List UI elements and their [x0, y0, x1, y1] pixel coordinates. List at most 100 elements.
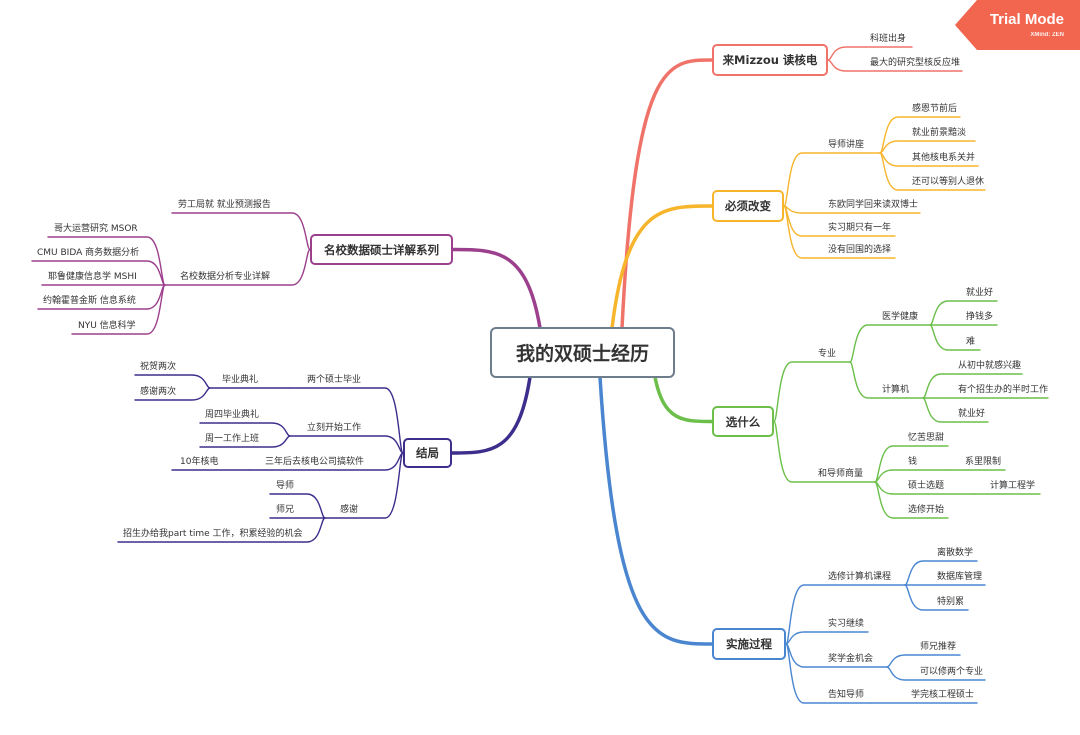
subtopic-connector — [71, 284, 166, 335]
main-topic[interactable]: 结局 — [403, 438, 452, 468]
subtopic-label[interactable]: 劳工局就 就业预测报告 — [178, 200, 271, 210]
subtopic-connector — [31, 260, 166, 286]
subtopic-label[interactable]: 10年核电 — [180, 457, 219, 467]
subtopic-label[interactable]: 学完核工程硕士 — [911, 690, 975, 700]
main-topic[interactable]: 名校数据硕士详解系列 — [310, 234, 453, 265]
badge-shape — [955, 0, 1080, 50]
subtopic-label[interactable]: 哥大运营研究 MSOR — [54, 224, 138, 234]
subtopic-label[interactable]: 从初中就感兴趣 — [958, 361, 1022, 371]
subtopic-label[interactable]: 选修开始 — [908, 505, 945, 515]
subtopic-label[interactable]: 系里限制 — [965, 457, 1002, 467]
subtopic-label[interactable]: 师兄 — [276, 505, 295, 515]
subtopic-label[interactable]: 导师讲座 — [828, 140, 865, 150]
subtopic-label[interactable]: 感谢 — [340, 505, 359, 515]
subtopic-label[interactable]: 计算机 — [882, 385, 910, 395]
subtopic-label[interactable]: 周四毕业典礼 — [205, 410, 260, 420]
subtopic-label[interactable]: 耶鲁健康信息学 MSHI — [48, 272, 137, 282]
subtopic-label[interactable]: 难 — [966, 337, 976, 347]
central-topic[interactable]: 我的双硕士经历 — [490, 327, 675, 378]
subtopic-connector — [886, 654, 961, 668]
subtopic-label[interactable]: 就业好 — [966, 288, 994, 298]
subtopic-connector — [785, 643, 871, 704]
main-branch-connector — [598, 375, 714, 646]
subtopic-label[interactable]: 特别累 — [937, 597, 965, 607]
main-branch-connector — [653, 375, 714, 424]
subtopic-connector — [134, 387, 211, 401]
subtopic-connector — [199, 435, 291, 448]
subtopic-label[interactable]: 选修计算机课程 — [828, 572, 892, 582]
subtopic-label[interactable]: 专业 — [818, 349, 837, 359]
main-topic[interactable]: 选什么 — [712, 406, 774, 437]
subtopic-label[interactable]: 两个硕士毕业 — [307, 375, 362, 385]
subtopic-label[interactable]: 没有回国的选择 — [828, 245, 892, 255]
subtopic-label[interactable]: 其他核电系关并 — [912, 153, 976, 163]
subtopic-label[interactable]: 可以修两个专业 — [920, 667, 984, 677]
subtopic-label[interactable]: 有个招生办的半时工作 — [958, 385, 1049, 395]
subtopic-label[interactable]: 医学健康 — [882, 312, 919, 322]
subtopic-label[interactable]: 师兄推荐 — [920, 642, 957, 652]
subtopic-label[interactable]: 实习继续 — [828, 619, 865, 629]
subtopic-label[interactable]: 离散数学 — [937, 548, 974, 558]
badge-subtitle: XMind: ZEN — [1030, 32, 1064, 38]
subtopic-label[interactable]: 感恩节前后 — [912, 104, 958, 114]
subtopic-label[interactable]: 立刻开始工作 — [307, 423, 362, 433]
main-branch-connector — [450, 375, 532, 455]
subtopic-label[interactable]: 导师 — [276, 481, 295, 491]
subtopic-connector — [783, 205, 896, 259]
subtopic-connector — [269, 493, 326, 519]
subtopic-label[interactable]: 和导师商量 — [818, 469, 864, 479]
subtopic-connector — [879, 140, 976, 154]
subtopic-label[interactable]: 毕业典礼 — [222, 375, 259, 385]
subtopic-connector — [773, 361, 851, 423]
subtopic-connector — [904, 560, 978, 586]
subtopic-connector — [783, 152, 881, 207]
subtopic-connector — [849, 361, 924, 399]
subtopic-label[interactable]: 计算工程学 — [990, 481, 1036, 491]
subtopic-label[interactable]: 最大的研究型核反应堆 — [870, 58, 961, 68]
subtopic-label[interactable]: CMU BIDA 商务数据分析 — [37, 248, 140, 258]
subtopic-label[interactable]: 三年后去核电公司搞软件 — [265, 457, 365, 467]
subtopic-connector — [171, 212, 311, 251]
main-topic[interactable]: 必须改变 — [712, 190, 784, 222]
subtopic-label[interactable]: 名校数据分析专业详解 — [180, 272, 271, 282]
subtopic-label[interactable]: 奖学金机会 — [828, 654, 874, 664]
subtopic-label[interactable]: 告知导师 — [828, 690, 865, 700]
subtopic-label[interactable]: 约翰霍普金斯 信息系统 — [43, 296, 136, 306]
subtopic-label[interactable]: 感谢两次 — [140, 387, 177, 397]
subtopic-label[interactable]: 实习期只有一年 — [828, 223, 892, 233]
subtopic-label[interactable]: NYU 信息科学 — [78, 321, 136, 331]
subtopic-label[interactable]: 招生办给我part time 工作，积累经验的机会 — [123, 529, 303, 539]
subtopic-connector — [827, 59, 963, 72]
subtopic-connector — [904, 584, 969, 611]
subtopic-label[interactable]: 周一工作上班 — [205, 434, 260, 444]
subtopic-connector — [849, 324, 931, 363]
main-topic[interactable]: 来Mizzou 读核电 — [712, 44, 828, 76]
subtopic-connector — [785, 584, 906, 645]
subtopic-label[interactable]: 挣钱多 — [966, 312, 994, 322]
main-topic[interactable]: 实施过程 — [712, 628, 786, 660]
subtopic-label[interactable]: 就业前景黯淡 — [912, 128, 967, 138]
subtopic-connector — [773, 420, 876, 483]
subtopic-label[interactable]: 祝贺两次 — [140, 362, 177, 372]
subtopic-connector — [324, 452, 404, 519]
subtopic-connector — [134, 374, 211, 389]
subtopic-connector — [886, 666, 986, 681]
subtopic-label[interactable]: 科班出身 — [870, 34, 907, 44]
subtopic-label[interactable]: 硕士选题 — [908, 481, 945, 491]
subtopic-label[interactable]: 还可以等别人退休 — [912, 177, 985, 187]
subtopic-connector — [874, 469, 951, 483]
subtopic-connector — [249, 452, 404, 471]
subtopic-label[interactable]: 钱 — [908, 457, 918, 467]
subtopic-label[interactable]: 数据库管理 — [937, 572, 983, 582]
subtopic-label[interactable]: 忆苦思甜 — [908, 433, 945, 443]
subtopic-connector — [879, 152, 986, 191]
subtopic-connector — [929, 300, 998, 326]
subtopic-label[interactable]: 东欧同学回来读双博士 — [828, 200, 919, 210]
trial-mode-badge[interactable]: Trial Mode XMind: ZEN — [955, 0, 1080, 50]
subtopic-connector — [827, 46, 913, 61]
subtopic-connector — [164, 248, 311, 286]
main-branch-connector — [451, 247, 542, 330]
subtopic-label[interactable]: 就业好 — [958, 409, 986, 419]
